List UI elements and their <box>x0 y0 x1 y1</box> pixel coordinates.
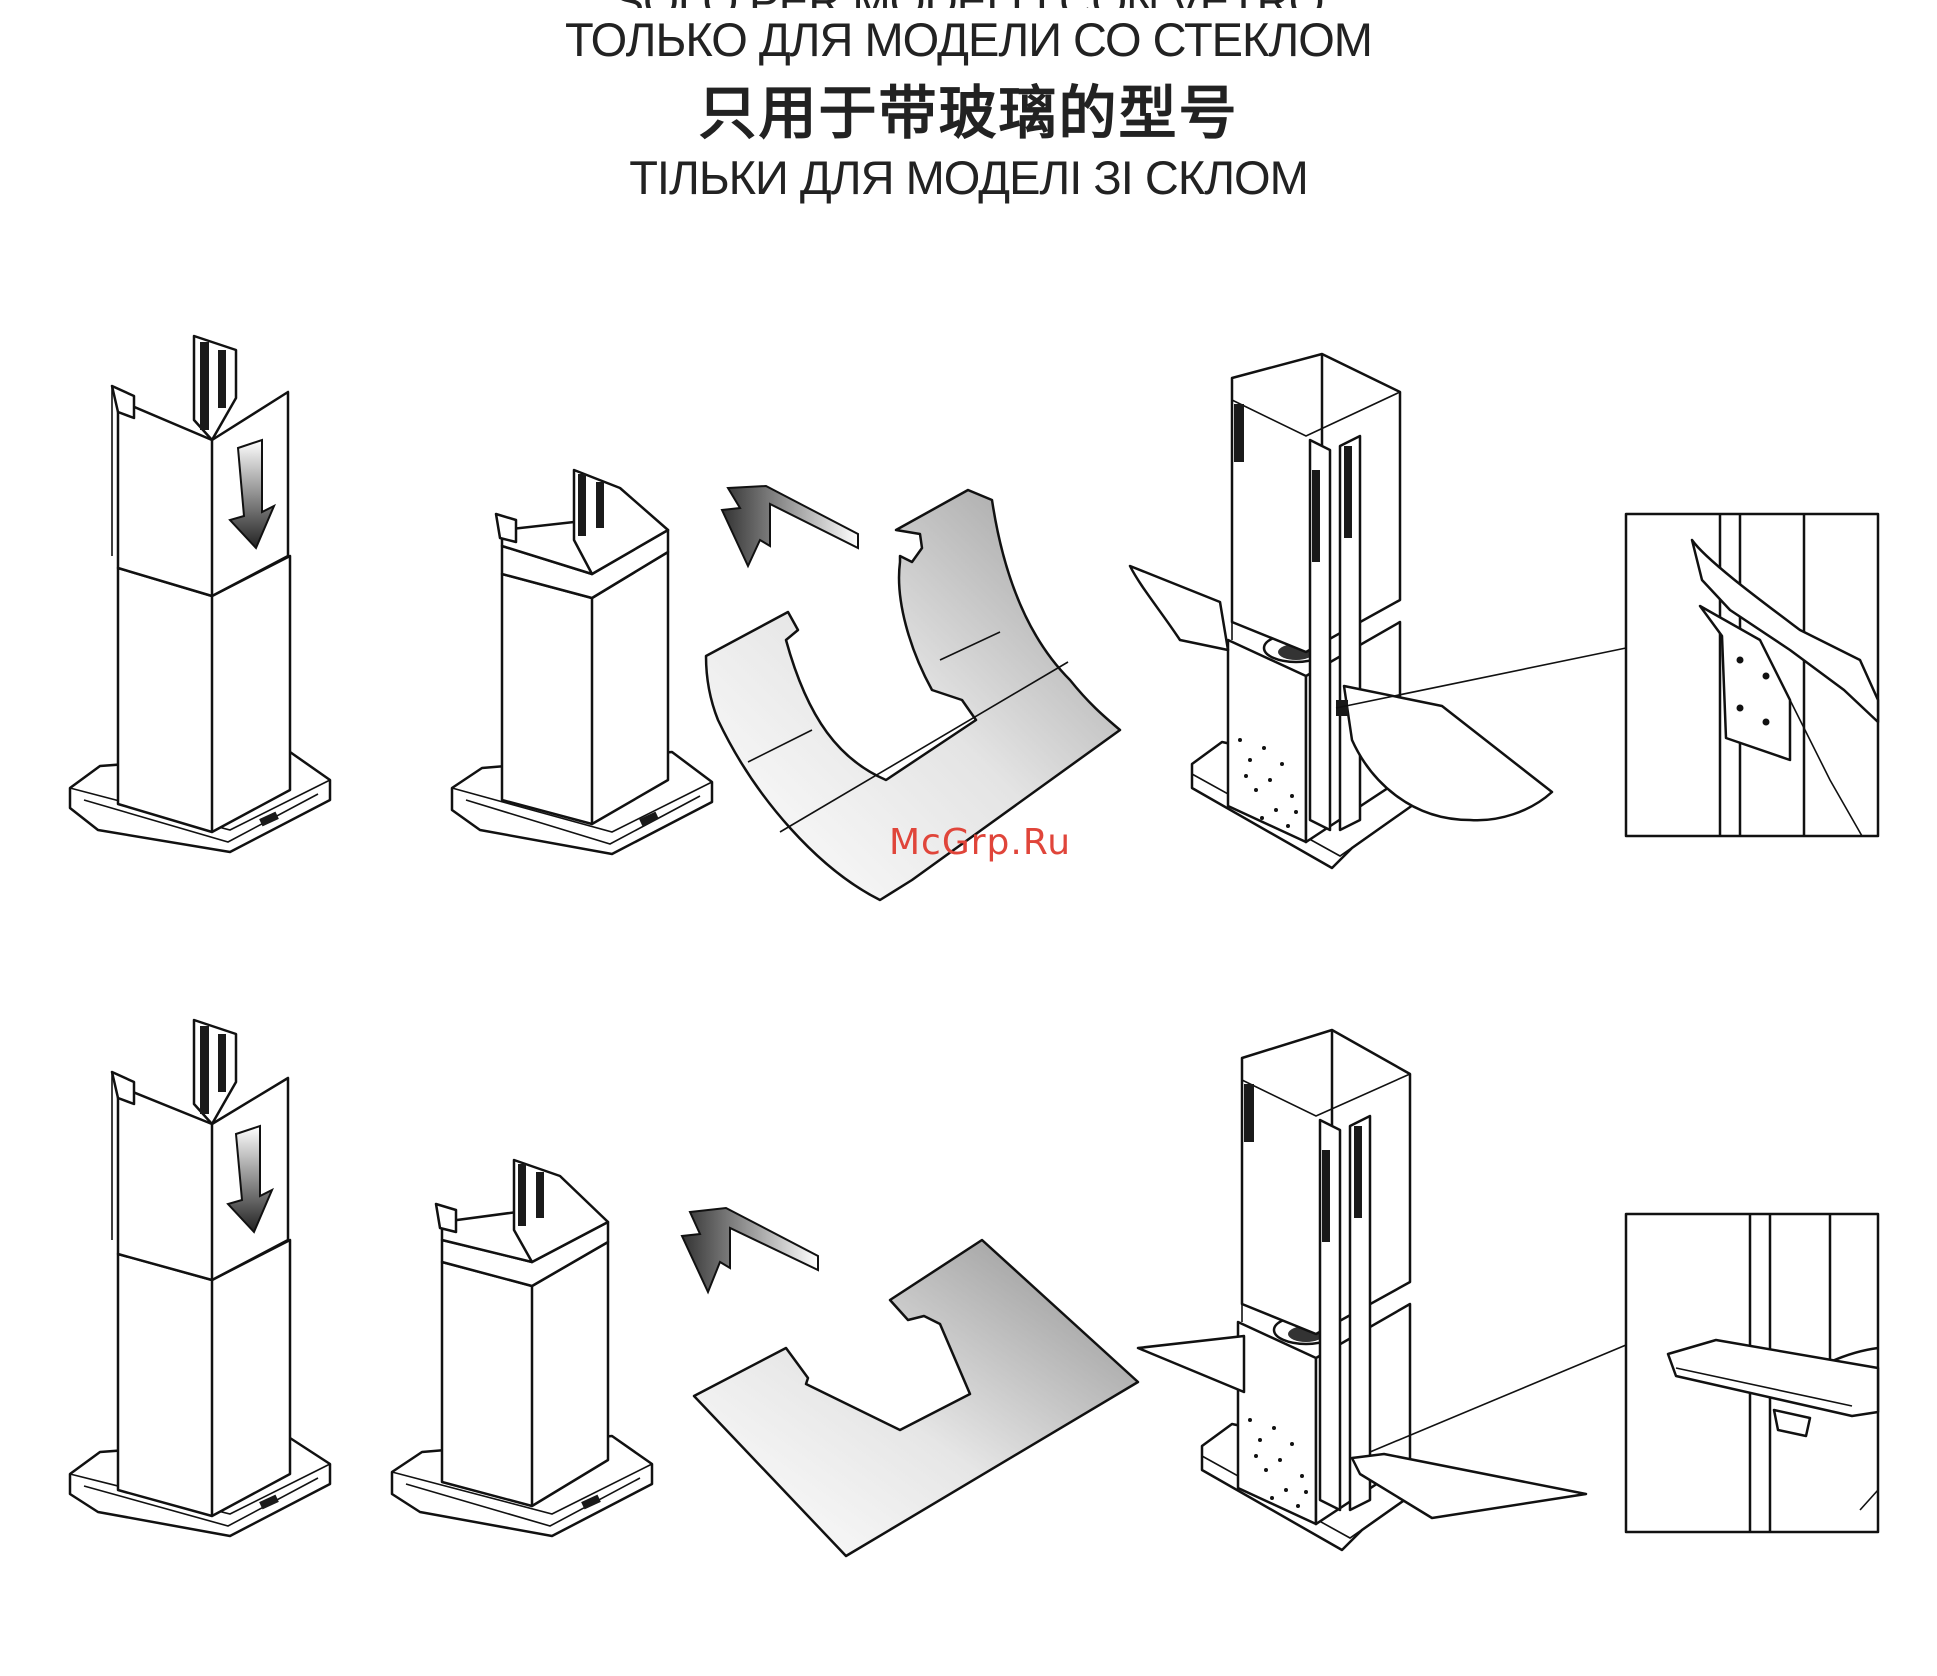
flat-glass-panel <box>682 1208 1138 1556</box>
assembled-hood-curved-glass <box>1130 354 1626 868</box>
watermark: McGrp.Ru <box>860 822 1100 863</box>
detail-flat-glass-bracket <box>1626 1214 1878 1532</box>
assembled-hood-flat-glass <box>1138 1030 1626 1550</box>
detail-curved-glass-bracket <box>1626 514 1878 836</box>
chimney-step-1-row-1 <box>70 336 330 852</box>
chimney-step-2-row-1 <box>452 470 712 854</box>
chimney-step-2-row-2 <box>392 1160 652 1536</box>
chimney-step-1-row-2 <box>70 1020 330 1536</box>
